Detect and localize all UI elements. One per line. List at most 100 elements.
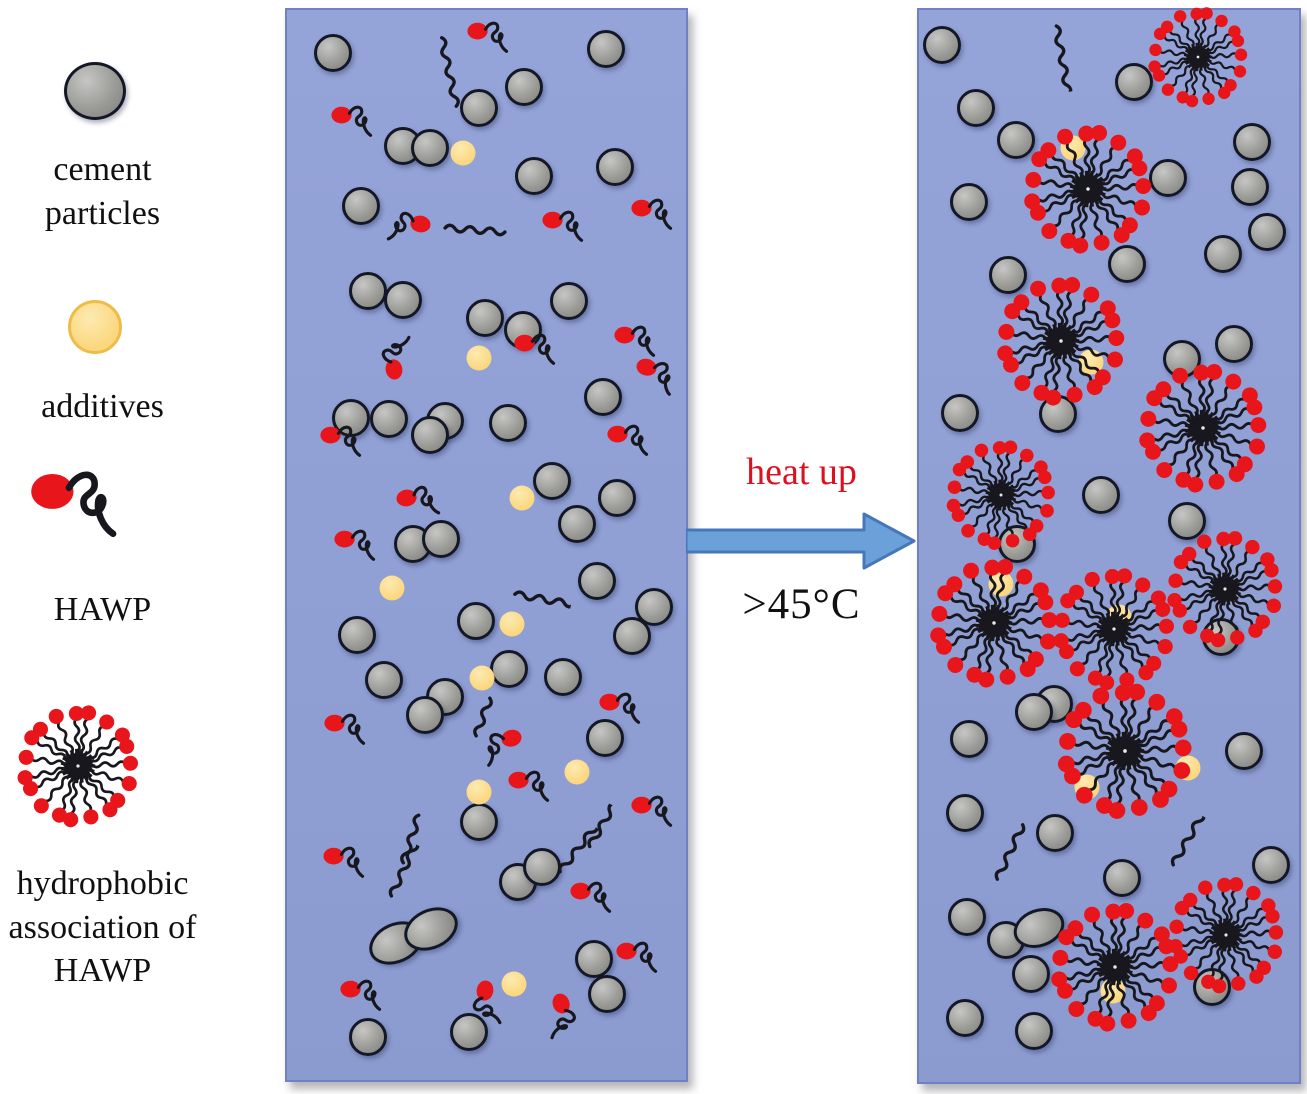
- hawp-molecule: [570, 881, 612, 913]
- additive-particle: [509, 485, 535, 511]
- hawp-molecule: [614, 325, 656, 358]
- polymer-chain-squiggle: [439, 36, 460, 108]
- hawp-molecule: [599, 692, 641, 725]
- cement-particle: [341, 186, 380, 225]
- legend-label-cement-particles: cement particles: [44, 151, 161, 232]
- cement-particle: [1148, 159, 1187, 198]
- cement-particle: [1231, 167, 1270, 206]
- polymer-chain-squiggle: [1053, 24, 1072, 94]
- legend-label-hydrophobic-association: hydrophobic association of HAWP: [8, 865, 197, 990]
- cement-particle: [1108, 245, 1147, 284]
- polymer-chain-squiggle: [400, 813, 421, 865]
- panel-before-heating: [285, 8, 688, 1082]
- hawp-molecule: [508, 770, 550, 803]
- cement-particle: [532, 461, 571, 500]
- cement-particle: [1233, 122, 1272, 161]
- additive-particle: [466, 345, 492, 371]
- additive-particle: [469, 665, 495, 691]
- cement-particle: [504, 68, 543, 107]
- hawp-micelle: [947, 440, 1056, 550]
- hawp-icon: [30, 462, 152, 559]
- heat-transition: heat up >45°C: [686, 440, 917, 640]
- cement-particle: [488, 404, 527, 443]
- cement-particle: [459, 89, 498, 128]
- polymer-chain-squiggle: [587, 802, 617, 849]
- cement-particle: [421, 519, 460, 558]
- cement-particle: [490, 650, 529, 689]
- legend: cement particles additives HAWP hydropho…: [0, 0, 285, 1094]
- cement-particle: [364, 660, 403, 699]
- cement-particle: [587, 29, 626, 68]
- hawp-molecule: [631, 795, 673, 827]
- hawp-molecule: [323, 846, 365, 879]
- polymer-chain-squiggle: [473, 696, 494, 738]
- cement-particle: [1167, 502, 1206, 541]
- hawp-molecule: [340, 979, 381, 1011]
- cement-particle: [997, 120, 1036, 159]
- cement-particle: [1203, 235, 1242, 274]
- cement-particle: [987, 921, 1026, 960]
- hawp-micelle: [1139, 364, 1267, 493]
- cement-particle: [370, 399, 409, 438]
- cement-particle: [313, 33, 352, 72]
- hawp-micelle: [930, 559, 1058, 688]
- hawp-molecule: [334, 529, 375, 561]
- additive-particle: [1078, 349, 1104, 375]
- cement-particle: [940, 394, 979, 433]
- cement-particle: [405, 696, 444, 735]
- hawp-molecule: [396, 485, 441, 515]
- hawp-molecule: [616, 941, 658, 973]
- cement-particle: [1015, 693, 1054, 732]
- additive-icon: [68, 300, 122, 354]
- right-block-arrow-icon: [686, 512, 916, 570]
- cement-particle: [558, 504, 597, 543]
- cement-particle: [348, 272, 387, 311]
- heat-up-label: heat up: [746, 451, 857, 493]
- additive-particle: [499, 611, 525, 637]
- cement-particle: [544, 657, 583, 696]
- hawp-micelle: [1166, 531, 1282, 648]
- cement-particle: [612, 616, 651, 655]
- cement-particle: [586, 718, 625, 757]
- cement-particle: [957, 88, 996, 127]
- polymer-chain-squiggle: [513, 589, 573, 608]
- hawp-molecule: [466, 21, 508, 54]
- cement-particle: [348, 1018, 387, 1057]
- cement-particle: [459, 803, 498, 842]
- hawp-micelle: [1023, 125, 1151, 254]
- additive-particle: [379, 575, 405, 601]
- hawp-micelle: [997, 277, 1125, 406]
- hawp-molecule: [607, 424, 649, 456]
- cement-particle: [1015, 1011, 1054, 1050]
- cement-particle: [1252, 846, 1291, 885]
- cement-particle-icon: [64, 62, 126, 120]
- hawp-micelle: [1051, 903, 1179, 1032]
- cement-particle: [465, 299, 504, 338]
- hawp-molecule: [331, 105, 372, 137]
- hawp-molecule: [320, 425, 362, 457]
- hawp-molecule: [514, 333, 556, 365]
- legend-label-hawp: HAWP: [53, 591, 152, 628]
- additive-particle: [501, 971, 527, 997]
- cement-particle: [1248, 212, 1287, 251]
- cement-particle: [457, 601, 496, 640]
- hawp-molecule: [324, 713, 366, 745]
- cement-particle: [1225, 731, 1264, 770]
- cement-particle: [550, 282, 589, 321]
- cement-particle: [1215, 325, 1254, 364]
- cement-particle: [597, 478, 636, 517]
- hawp-molecule: [542, 210, 584, 242]
- cement-particle: [595, 148, 634, 187]
- hawp-micelle: [1148, 7, 1248, 108]
- polymer-chain-squiggle: [994, 822, 1026, 881]
- polymer-chain-squiggle: [442, 223, 507, 237]
- cement-particle: [584, 378, 622, 417]
- cement-particle: [410, 415, 449, 454]
- temperature-label: >45°C: [742, 581, 861, 628]
- cement-particle: [947, 897, 986, 936]
- cement-particle: [338, 615, 377, 654]
- hawp-molecule: [631, 198, 673, 230]
- cement-particle: [945, 998, 984, 1037]
- polymer-chain-squiggle: [558, 822, 600, 874]
